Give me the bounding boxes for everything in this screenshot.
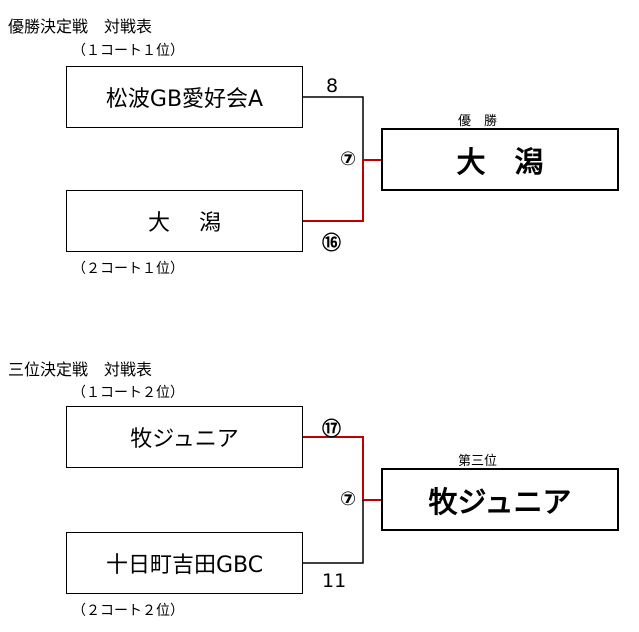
final-bottom-line <box>303 159 381 222</box>
final-winner-label: 優 勝 <box>458 114 498 129</box>
final-team-bottom: 大 潟 <box>66 190 303 252</box>
third-team-bottom: 十日町吉田GBC <box>66 532 303 594</box>
final-top-line <box>303 96 364 160</box>
third-score-bottom: 11 <box>322 570 347 592</box>
third-bottom-line <box>303 500 364 564</box>
final-winner-name: 大 潟 <box>456 144 544 179</box>
final-bottom-court: （２コート１位） <box>72 261 184 277</box>
final-game-number: ⑦ <box>340 148 357 170</box>
third-game-number: ⑦ <box>340 488 357 510</box>
final-score-bottom: ⑯ <box>322 232 342 254</box>
final-top-court: （１コート１位） <box>72 43 184 59</box>
final-team-top: 松波GB愛好会A <box>66 66 303 128</box>
third-score-top: ⑰ <box>322 418 342 440</box>
final-team-top-label: 松波GB愛好会A <box>105 87 264 112</box>
third-winner-box: 牧ジュニア <box>381 468 619 531</box>
final-team-bottom-label: 大 潟 <box>148 211 221 236</box>
third-team-bottom-label: 十日町吉田GBC <box>105 553 264 578</box>
third-winner-name: 牧ジュニア <box>428 484 572 519</box>
final-winner-box: 大 潟 <box>381 128 619 191</box>
third-title: 三位決定戦 対戦表 <box>8 360 153 379</box>
third-bottom-court: （２コート２位） <box>72 603 184 619</box>
final-score-top: 8 <box>326 75 339 97</box>
third-team-top: 牧ジュニア <box>66 406 303 468</box>
third-winner-label: 第三位 <box>458 454 498 469</box>
third-top-line <box>303 436 381 501</box>
third-top-court: （１コート２位） <box>72 385 184 401</box>
final-title: 優勝決定戦 対戦表 <box>8 17 153 36</box>
third-team-top-label: 牧ジュニア <box>130 427 239 452</box>
